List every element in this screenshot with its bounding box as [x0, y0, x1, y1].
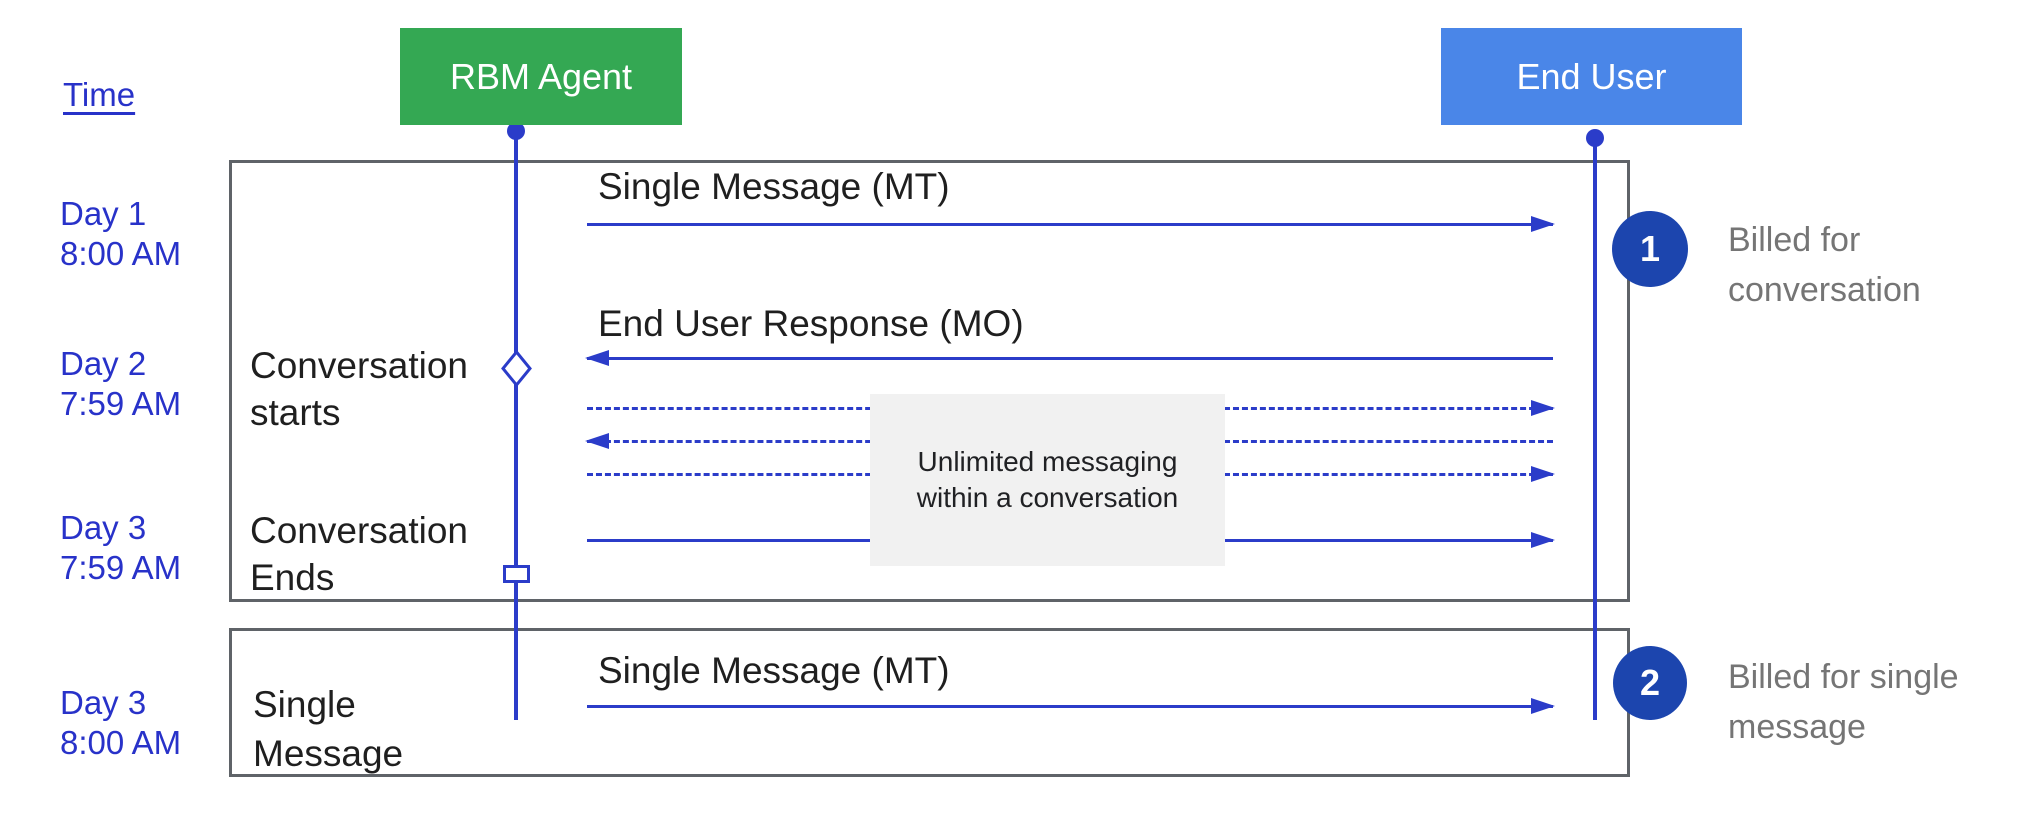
- actor-end-user-label: End User: [1516, 55, 1667, 97]
- message-label-single-message-mt-2: Single Message (MT): [598, 650, 950, 691]
- arrow-end-user-response-mo: [585, 350, 1553, 366]
- time-marker-day3-end-day: Day 3: [60, 509, 147, 546]
- phase-starts-line1: Conversation: [250, 345, 469, 386]
- annotation-2-line1: Billed for single: [1728, 658, 1959, 696]
- billing-badge-1-number: 1: [1639, 228, 1661, 269]
- time-marker-day3-end: Day 3 7:59 AM: [60, 508, 181, 588]
- time-marker-day3-single-time: 8:00 AM: [60, 724, 182, 761]
- phase-label-single-message: Single Message: [253, 680, 403, 778]
- annotation-billed-for-single-message: Billed for single message: [1728, 652, 1959, 752]
- phase-ends-line1: Conversation: [250, 510, 469, 551]
- time-marker-day3-single-day: Day 3: [60, 684, 147, 721]
- phase-single-line2: Message: [253, 733, 404, 774]
- note-line2: within a conversation: [916, 482, 1179, 513]
- message-label-single-message-mt: Single Message (MT): [598, 166, 950, 207]
- phase-ends-line2: Ends: [250, 557, 335, 598]
- arrow-head-right: [1531, 466, 1555, 482]
- conversation-start-diamond-marker: [501, 350, 532, 387]
- actor-rbm-agent: RBM Agent: [400, 28, 682, 125]
- annotation-billed-for-conversation: Billed for conversation: [1728, 215, 1921, 315]
- time-marker-day2-time: 7:59 AM: [60, 385, 182, 422]
- arrow-head-right: [1531, 532, 1555, 548]
- agent-lifeline: [514, 131, 518, 720]
- actor-end-user: End User: [1441, 28, 1742, 125]
- conversation-end-square-marker: [503, 565, 530, 583]
- time-marker-day2: Day 2 7:59 AM: [60, 344, 181, 424]
- time-marker-day3-single: Day 3 8:00 AM: [60, 683, 181, 763]
- phase-single-line1: Single: [253, 684, 356, 725]
- note-line1: Unlimited messaging: [917, 446, 1178, 477]
- arrow-head-left: [585, 433, 609, 449]
- arrow-head-right: [1531, 698, 1555, 714]
- annotation-1-line2: conversation: [1728, 271, 1921, 309]
- time-marker-day2-day: Day 2: [60, 345, 147, 382]
- conversation-section-box: [229, 160, 1630, 602]
- phase-label-conversation-starts: Conversation starts: [250, 342, 468, 436]
- arrow-single-message-mt: [587, 216, 1555, 232]
- end-user-lifeline: [1593, 138, 1597, 720]
- annotation-2-line2: message: [1728, 708, 1866, 746]
- arrow-shaft: [587, 223, 1553, 226]
- unlimited-messaging-note: Unlimited messaging within a conversatio…: [870, 394, 1225, 566]
- time-marker-day1-day: Day 1: [60, 195, 147, 232]
- billing-badge-1: 1: [1612, 211, 1688, 287]
- billing-badge-2: 2: [1613, 646, 1687, 720]
- time-marker-day1-time: 8:00 AM: [60, 235, 182, 272]
- phase-starts-line2: starts: [250, 392, 341, 433]
- arrow-shaft: [587, 357, 1553, 360]
- billing-badge-2-number: 2: [1639, 662, 1661, 703]
- arrow-single-message-mt-2: [587, 698, 1555, 714]
- phase-label-conversation-ends: Conversation Ends: [250, 507, 468, 601]
- time-marker-day1: Day 1 8:00 AM: [60, 194, 181, 274]
- time-marker-day3-end-time: 7:59 AM: [60, 549, 182, 586]
- arrow-head-right: [1531, 216, 1555, 232]
- message-label-end-user-response-mo: End User Response (MO): [598, 303, 1024, 344]
- arrow-shaft: [587, 705, 1553, 708]
- annotation-1-line1: Billed for: [1728, 221, 1861, 259]
- arrow-head-left: [585, 350, 609, 366]
- actor-rbm-agent-label: RBM Agent: [449, 55, 633, 97]
- time-column-header: Time: [63, 76, 136, 113]
- arrow-head-right: [1531, 400, 1555, 416]
